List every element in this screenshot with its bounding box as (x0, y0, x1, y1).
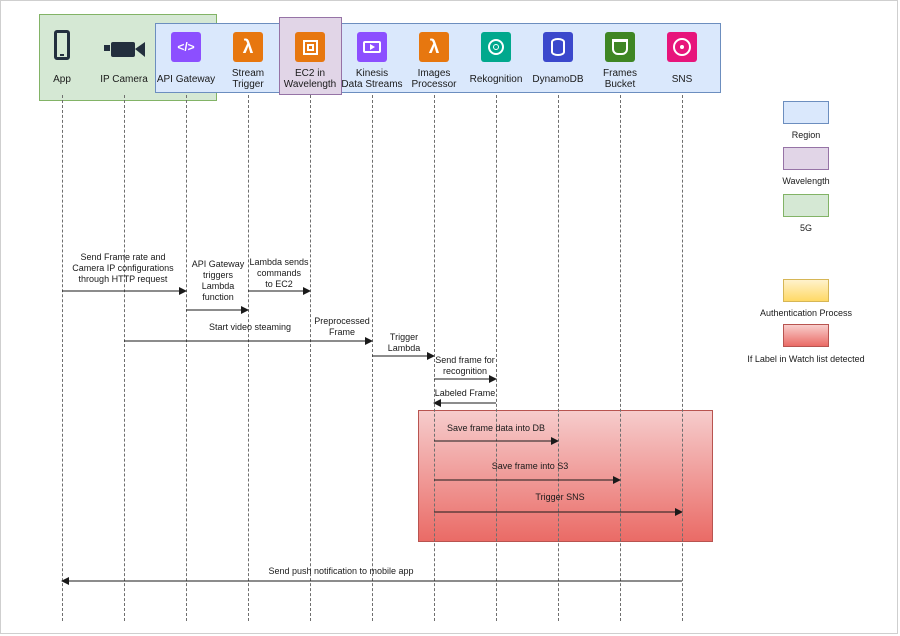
message-label-m9: Save frame data into DB (446, 423, 546, 433)
ec2-icon (295, 32, 325, 62)
participant-ec2-label: EC2 in Wavelength (283, 68, 337, 90)
watchlist-detected-zone (418, 410, 713, 542)
legend-swatch-watchlist (783, 324, 829, 347)
legend-swatch-5g (783, 194, 829, 217)
message-label-m12: Send push notification to mobile app (268, 566, 414, 576)
message-label-m5: Preprocessed Frame (314, 316, 370, 337)
legend-label-wavelength: Wavelength (782, 176, 830, 186)
legend-swatch-region (783, 101, 829, 124)
lifeline-stream-trigger (248, 95, 249, 621)
rekognition-icon (481, 32, 511, 62)
participant-frames-bucket-label: Frames Bucket (603, 68, 637, 90)
message-label-m1: Send Frame rate and Camera IP configurat… (72, 252, 174, 284)
legend-label-watchlist: If Label in Watch list detected (747, 354, 865, 364)
message-label-m7: Send frame for recognition (435, 355, 495, 376)
legend-swatch-authentication (783, 279, 829, 302)
kinesis-video-icon (357, 32, 387, 62)
lifeline-api-gateway (186, 95, 187, 621)
participant-app-label: App (53, 74, 71, 85)
message-label-m2: API Gateway triggers Lambda function (191, 259, 245, 302)
s3-bucket-icon (605, 32, 635, 62)
message-label-m11: Trigger SNS (535, 492, 585, 502)
participant-kinesis-label: Kinesis Data Streams (341, 68, 403, 90)
lifeline-kinesis (372, 95, 373, 621)
lifeline-rekognition (496, 95, 497, 621)
lifeline-ip-camera (124, 95, 125, 621)
lifeline-sns (682, 95, 683, 621)
dynamodb-icon (543, 32, 573, 62)
lifeline-dynamodb (558, 95, 559, 621)
legend-label-authentication: Authentication Process (759, 308, 853, 318)
message-label-m3: Lambda sends commands to EC2 (249, 257, 309, 289)
participant-rekognition-label: Rekognition (469, 74, 523, 85)
api-gateway-icon: </> (171, 32, 201, 62)
lambda-icon: λ (419, 32, 449, 62)
message-label-m8: Labeled Frame (434, 388, 496, 398)
participant-stream-trigger-label: Stream Trigger (231, 68, 265, 90)
participant-images-processor-label: Images Processor (411, 68, 457, 90)
lambda-icon: λ (233, 32, 263, 62)
participant-dynamodb-label: DynamoDB (532, 74, 584, 85)
smartphone-icon (54, 30, 70, 60)
legend-label-region: Region (791, 130, 821, 140)
sns-icon (667, 32, 697, 62)
legend-label-5g: 5G (799, 223, 812, 233)
legend-swatch-wavelength (783, 147, 829, 170)
lifeline-ec2 (310, 95, 311, 621)
lifeline-frames-bucket (620, 95, 621, 621)
participant-api-gateway-label: API Gateway (156, 74, 216, 85)
participant-ip-camera-label: IP Camera (100, 74, 148, 85)
message-label-m10: Save frame into S3 (491, 461, 569, 471)
participant-sns-label: SNS (671, 74, 693, 85)
video-camera-icon (104, 40, 146, 60)
message-label-m6: Trigger Lambda (387, 332, 421, 353)
lifeline-app (62, 95, 63, 621)
message-label-m4: Start video steaming (208, 322, 292, 332)
